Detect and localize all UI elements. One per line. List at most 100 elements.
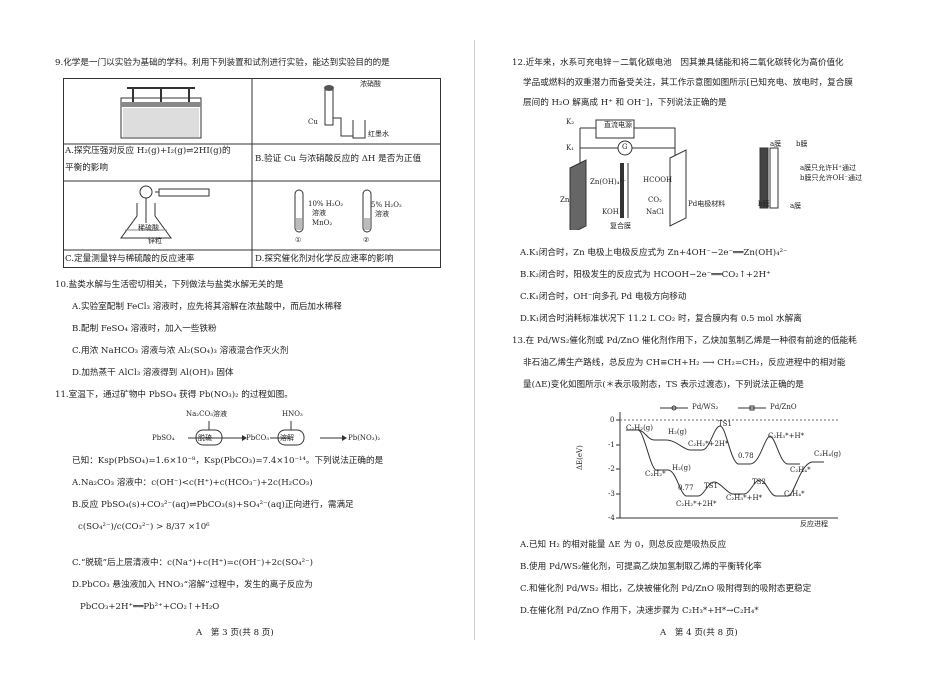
- footer-right: A 第 4 页(共 8 页): [660, 628, 738, 638]
- flow-pbco3: PbCO₃: [246, 434, 270, 442]
- q10-option-b: B.配制 FeSO₄ 溶液时，加入一些铁粉: [72, 324, 217, 334]
- footer-left: A 第 3 页(共 8 页): [196, 628, 274, 638]
- label-c2h3-h-b: C₂H₃*+H*: [726, 494, 763, 502]
- a-membrane-note: a膜只允许H⁺通过: [800, 164, 856, 172]
- label-c2h4-g: C₂H₄(g): [814, 450, 842, 458]
- q9-option-b: B.验证 Cu 与浓硝酸反应的 ΔH 是否为正值: [255, 154, 422, 164]
- q13-line3: 量(ΔE)变化如图所示(＊表示吸附态，TS 表示过渡态)，下列说法正确的是: [523, 380, 804, 390]
- q11-flowchart: [188, 421, 347, 446]
- y-tick-3: -3: [608, 490, 615, 498]
- a-membrane-label-2: a膜: [790, 202, 802, 210]
- label-077: 0.77: [678, 484, 694, 492]
- tube1-label-a: 10% H₂O₂: [308, 200, 344, 208]
- y-tick-4: -4: [608, 514, 615, 522]
- co2-label: CO₂: [648, 196, 662, 204]
- x-axis-label: 反应进程: [800, 520, 828, 528]
- q13-energy-diagram: [616, 405, 838, 519]
- q10-option-d: D.加热蒸干 AlCl₃ 溶液得到 Al(OH)₃ 固体: [72, 368, 234, 378]
- q10-option-c: C.用浓 NaHCO₃ 溶液与浓 Al₂(SO₄)₃ 溶液混合作灭火剂: [72, 346, 289, 356]
- q13-option-c: C.和催化剂 Pd/WS₂ 相比，乙炔被催化剂 Pd/ZnO 吸附得到的吸附态更…: [520, 584, 812, 594]
- b-membrane-label-2: b膜: [758, 200, 770, 208]
- a-membrane-label: a膜: [770, 140, 782, 148]
- flow-desulfurize: 脱硫: [198, 434, 212, 442]
- red-ink-label: 红墨水: [368, 130, 389, 138]
- q11-option-b-2: c(SO₄²⁻)/c(CO₃²⁻) > 8/37 ×10⁶: [78, 522, 210, 532]
- label-h2-g: H₂(g): [668, 428, 687, 436]
- q13-line2: 非石油乙烯生产路线，总反应为 CH≡CH+H₂ ⟶ CH₂=CH₂，反应进程中的…: [523, 358, 846, 368]
- q13-option-a: A.已知 H₂ 的相对能量 ΔE 为 0，则总反应是吸热反应: [520, 540, 727, 550]
- q9-stem: 9.化学是一门以实验为基础的学科。利用下列装置和试剂进行实验，能达到实验目的的是: [55, 58, 390, 68]
- q11-stem: 11.室温下，通过矿物中 PbSO₄ 获得 Pb(NO₃)₂ 的过程如图。: [55, 390, 293, 400]
- label-c2h2s-2h-b: C₂H₂*+2H*: [676, 500, 717, 508]
- b-membrane-label: b膜: [796, 140, 808, 148]
- label-c2h4s: C₂H₄*: [790, 466, 811, 474]
- tube2-label-b: 溶液: [375, 210, 389, 218]
- label-078: 0.78: [738, 452, 754, 460]
- zinc-flask-apparatus: [120, 185, 210, 239]
- label-ts2: TS2: [752, 478, 766, 486]
- test-tubes: [294, 189, 372, 233]
- q10-option-a: A.实验室配制 FeCl₃ 溶液时，应先将其溶解在浓盐酸中，而后加水稀释: [72, 302, 342, 312]
- zn-oh4-label: Zn(OH)₄²⁻: [590, 178, 626, 186]
- pd-electrode-label: Pd电极材料: [688, 200, 726, 208]
- cu-nitric-apparatus: [324, 85, 366, 139]
- k2-label: K₂: [566, 118, 575, 126]
- flow-na2co3: Na₂CO₃溶液: [186, 410, 228, 418]
- tube1-label-b: 溶液: [312, 209, 326, 217]
- flow-pbno3: Pb(NO₃)₂: [348, 434, 381, 442]
- conc-nitric-label: 浓硝酸: [360, 80, 381, 88]
- nacl-label: NaCl: [646, 208, 664, 216]
- page-divider: [474, 40, 475, 640]
- y-axis-label: ΔE(eV): [576, 445, 584, 470]
- koh-label: KOH: [602, 208, 619, 216]
- q12-battery-diagram: [569, 119, 779, 230]
- flow-hno3: HNO₃: [282, 410, 303, 418]
- q12-option-b: B.K₂闭合时，阳极发生的反应式为 HCOOH−2e⁻══CO₂↑+2H⁺: [520, 270, 771, 280]
- dilute-acid-label: 稀硫酸: [138, 224, 159, 232]
- power-supply-label: 直流电源: [604, 121, 632, 129]
- q9-option-a-2: 平衡的影响: [65, 163, 108, 173]
- piston-apparatus: [120, 87, 202, 139]
- q9-option-c: C.定量测量锌与稀硫酸的反应速率: [65, 254, 195, 264]
- zn-label: Zn: [560, 196, 570, 204]
- q12-line2: 学品或燃料的双重潜力而备受关注，其工作示意图如图所示[已知充电、放电时，复合膜: [523, 78, 853, 88]
- q11-option-a: A.Na₂CO₃ 溶液中：c(OH⁻)<c(H⁺)+c(HCO₃⁻)+2c(H₂…: [72, 478, 313, 488]
- q11-option-d: D.PbCO₃ 悬浊液加入 HNO₃“溶解”过程中，发生的离子反应为: [72, 580, 313, 590]
- zinc-label: 锌粒: [148, 237, 162, 245]
- label-ts1: TS1: [718, 420, 732, 428]
- galvanometer-icon: G: [622, 143, 628, 151]
- legend-pdws2: Pd/WS₂: [692, 403, 719, 411]
- b-membrane-note: b膜只允许OH⁻通过: [800, 174, 863, 182]
- q12-option-c: C.K₁闭合时，OH⁻向多孔 Pd 电极方向移动: [520, 292, 687, 302]
- q9-table: [63, 78, 441, 268]
- q11-option-b: B.反应 PbSO₄(s)+CO₃²⁻(aq)⇌PbCO₃(s)+SO₄²⁻(a…: [72, 500, 354, 510]
- label-c2h2s-2h: C₂H₂*+2H*: [688, 440, 729, 448]
- label-ts1-b: TS1: [704, 482, 718, 490]
- legend-pdzno: Pd/ZnO: [770, 403, 797, 411]
- q13-line1: 13.在 Pd/WS₂催化剂或 Pd/ZnO 催化剂作用下，乙炔加氢制乙烯是一种…: [512, 336, 857, 346]
- tube2-label-a: 5% H₂O₂: [371, 201, 402, 209]
- q13-option-d: D.在催化剂 Pd/ZnO 作用下，决速步骤为 C₂H₃*+H*→C₂H₄*: [520, 606, 759, 616]
- label-c2h4s-b: C₂H₄*: [784, 490, 805, 498]
- composite-membrane-label: 复合膜: [610, 222, 631, 230]
- q12-option-d: D.K₁闭合时消耗标准状况下 11.2 L CO₂ 时，复合膜内有 0.5 mo…: [520, 314, 802, 324]
- q12-line1: 12.近年来，水系可充电锌－二氧化碳电池 因其兼具储能和将二氧化碳转化为高价值化: [512, 58, 844, 68]
- q11-known: 已知：Ksp(PbSO₄)=1.6×10⁻⁸，Ksp(PbCO₃)=7.4×10…: [72, 456, 384, 466]
- y-tick-0: 0: [610, 416, 615, 424]
- q12-line3: 层间的 H₂O 解离成 H⁺ 和 OH⁻]，下列说法正确的是: [523, 98, 727, 108]
- q13-option-b: B.使用 Pd/WS₂催化剂，可提高乙炔加氢制取乙烯的平衡转化率: [520, 562, 762, 572]
- tube1-number: ①: [295, 236, 302, 244]
- q11-option-d-2: PbCO₃+2H⁺══Pb²⁺+CO₂↑+H₂O: [80, 602, 220, 612]
- label-c2h2s-b: C₂H₂*: [645, 470, 666, 478]
- hcooh-label: HCOOH: [643, 176, 673, 184]
- flow-pbso4: PbSO₄: [152, 434, 175, 442]
- flow-dissolve: 溶解: [280, 434, 294, 442]
- label-c2h3-h: C₂H₃*+H*: [768, 432, 805, 440]
- y-tick-2: -2: [608, 465, 615, 473]
- label-h2-g-b: H₂(g): [672, 464, 691, 472]
- y-tick-1: -1: [608, 441, 615, 449]
- tube2-number: ②: [363, 236, 370, 244]
- q9-option-a: A.探究压强对反应 H₂(g)+I₂(g)⇌2HI(g)的: [65, 146, 231, 156]
- label-c2h2-g: C₂H₂(g): [626, 424, 654, 432]
- q11-option-c: C.“脱硫”后上层清液中：c(Na⁺)+c(H⁺)=c(OH⁻)+2c(SO₄²…: [72, 558, 313, 568]
